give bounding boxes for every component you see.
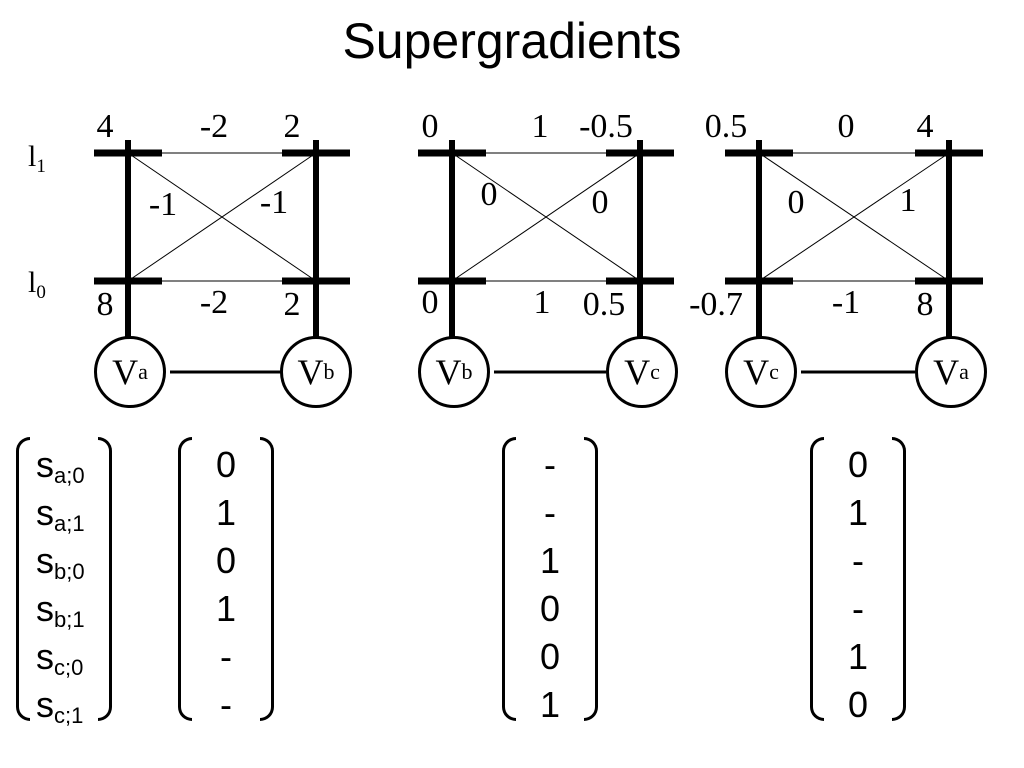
panel-3-cross-left-value: 0: [787, 184, 805, 221]
label-vector: sa;0 sa;1 sb;0 sb;1 sc;0 sc;1: [16, 437, 112, 728]
vector-entry: -: [544, 444, 556, 485]
supergradient-vector-2: - - 1 0 0 1: [502, 437, 598, 725]
panel-1-top-mid-value: -2: [199, 108, 229, 145]
vector-label: sc;0: [36, 636, 84, 680]
panel-2-cross-right-value: 0: [591, 184, 609, 221]
vector-entry: 1: [215, 492, 237, 533]
panel-3-bot-right-value: 8: [916, 286, 934, 323]
slide-title: Supergradients: [342, 13, 682, 69]
vector-entry: 0: [215, 444, 237, 485]
label-l0: l0: [28, 266, 46, 303]
left-bracket: [178, 437, 192, 721]
panel-1-cross-left-value: -1: [148, 186, 178, 223]
panel-3-top-right-value: 4: [916, 108, 934, 145]
vector-entry: 0: [539, 588, 561, 629]
vector-entry: 1: [847, 636, 869, 677]
panel-2-cross-left-value: 0: [480, 176, 498, 213]
vector-label: sa;1: [36, 492, 85, 536]
vector-entry: 1: [847, 492, 869, 533]
panel-1-graph: [94, 140, 350, 374]
panel-2-bot-mid-value: 1: [533, 284, 551, 321]
panel-2-top-right-value: -0.5: [579, 108, 633, 145]
panel-1-edge: [127, 152, 317, 282]
panel-2-top-mid-value: 1: [531, 108, 549, 145]
panel-3-cross-right-value: 1: [899, 182, 917, 219]
vector-entry: 0: [847, 684, 869, 725]
panel-1-top-right-value: 2: [283, 108, 301, 145]
vector-label: sb;0: [36, 540, 85, 584]
left-bracket: [502, 437, 516, 721]
panel-3-graph: [725, 140, 983, 374]
panel-2-top-left-value: 0: [421, 108, 439, 145]
panel-2-bot-left-value: 0: [421, 284, 439, 321]
supergradient-vector-3: 0 1 - - 1 0: [810, 437, 906, 725]
panel-3-top-left-value: 0.5: [704, 108, 748, 145]
vector-entry: 0: [539, 636, 561, 677]
panel-3-edge: [758, 152, 950, 282]
panel-2-graph: [418, 140, 674, 374]
vector-entry: 0: [847, 444, 869, 485]
vector-entry: -: [852, 588, 864, 629]
vector-label: sb;1: [36, 588, 85, 632]
vector-entry: 1: [539, 540, 561, 581]
vector-label: sa;0: [36, 444, 85, 488]
vector-entry: -: [852, 540, 864, 581]
panel-1-bot-right-value: 2: [283, 286, 301, 323]
vector-entry: -: [544, 492, 556, 533]
vector-entry: 1: [215, 588, 237, 629]
panel-1-bot-mid-value: -2: [199, 284, 229, 321]
left-bracket: [16, 437, 30, 721]
vector-label: sc;1: [36, 684, 84, 728]
label-l1: l1: [28, 140, 46, 177]
panel-2-bot-right-value: 0.5: [582, 286, 626, 323]
panel-3-bot-left-value: -0.7: [689, 286, 743, 323]
panel-1-bot-left-value: 8: [96, 286, 114, 323]
vector-entry: 1: [539, 684, 561, 725]
supergradient-vector-1: 0 1 0 1 - -: [178, 437, 274, 725]
vector-entry: 0: [215, 540, 237, 581]
panel-1-top-left-value: 4: [96, 108, 114, 145]
panel-3-bot-mid-value: -1: [831, 284, 861, 321]
panel-3-top-mid-value: 0: [837, 108, 855, 145]
panel-2-edge: [451, 152, 641, 282]
panel-1-cross-right-value: -1: [259, 184, 289, 221]
vector-entry: -: [220, 684, 232, 725]
vector-entry: -: [220, 636, 232, 677]
left-bracket: [810, 437, 824, 721]
